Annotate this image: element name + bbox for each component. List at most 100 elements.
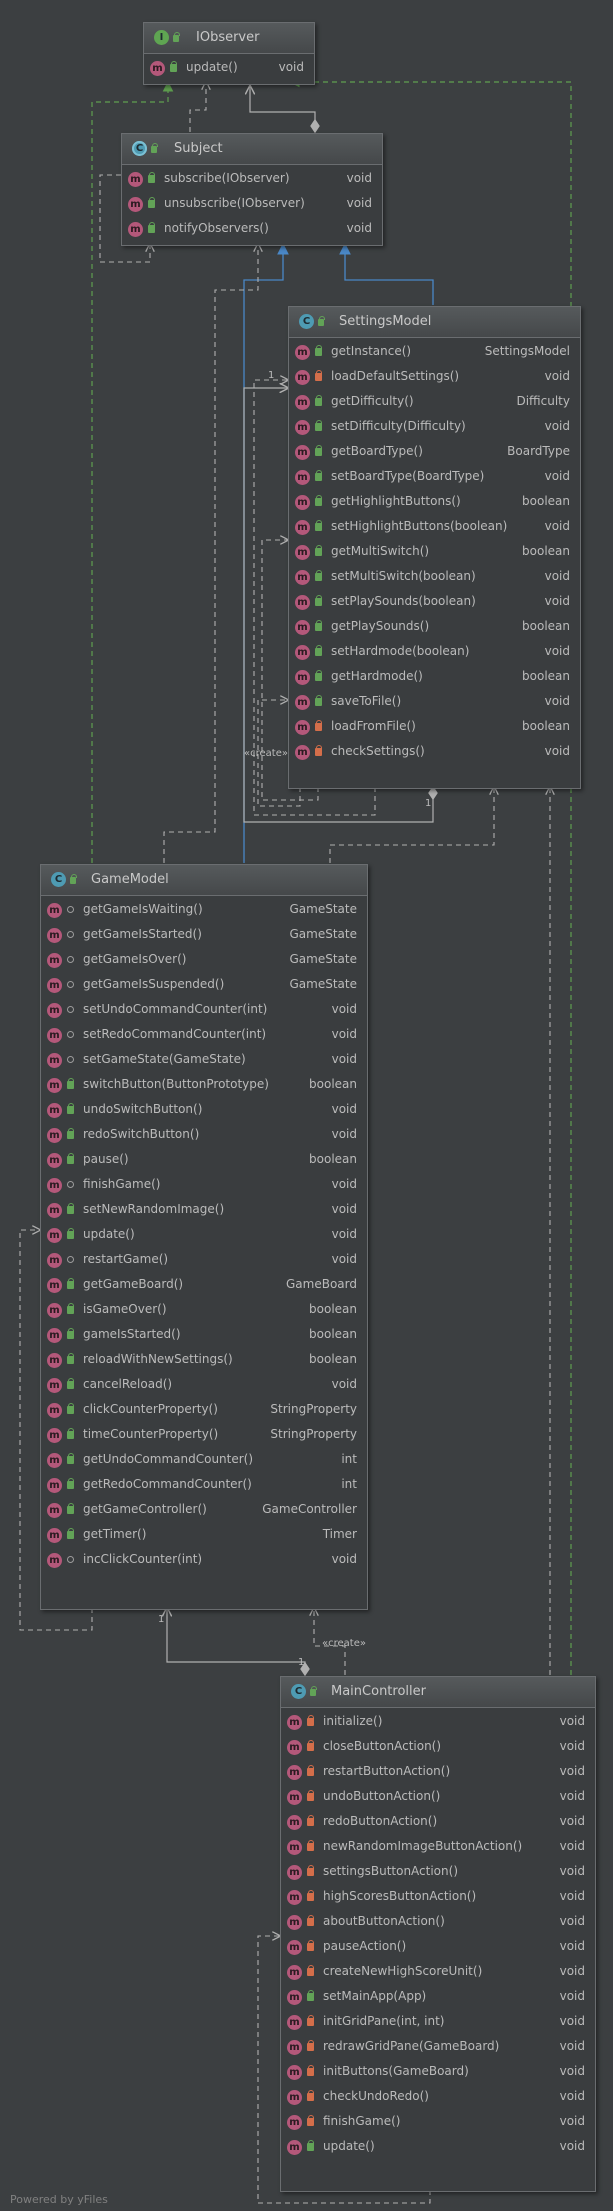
method-return-type: void bbox=[559, 1714, 585, 1728]
method-icon: m bbox=[287, 2015, 302, 2030]
method-name: getGameIsWaiting() bbox=[83, 902, 203, 916]
public-visibility-icon bbox=[315, 445, 322, 456]
method-name: reloadWithNewSettings() bbox=[83, 1352, 233, 1366]
package-visibility-icon bbox=[67, 1181, 74, 1188]
method-name: getRedoCommandCounter() bbox=[83, 1477, 252, 1491]
method-icon: m bbox=[47, 903, 62, 918]
gamemodel-class[interactable]: C GameModel m getGameIsWaiting() GameState… bbox=[40, 864, 368, 1610]
edge-settings-self-loop-a bbox=[253, 380, 376, 816]
method-return-type: void bbox=[544, 469, 570, 483]
method-return-type: GameState bbox=[289, 977, 358, 991]
method-icon: m bbox=[295, 720, 310, 735]
method-name: restartGame() bbox=[83, 1252, 169, 1266]
private-visibility-icon bbox=[307, 1865, 314, 1876]
method-return-type: GameState bbox=[289, 952, 358, 966]
method-return-type: void bbox=[559, 1764, 585, 1778]
public-visibility-icon bbox=[315, 695, 322, 706]
method-return-type: void bbox=[559, 2039, 585, 2053]
method-return-type: void bbox=[544, 744, 570, 758]
method-return-type: void bbox=[331, 1227, 357, 1241]
public-visibility-icon bbox=[67, 1428, 74, 1439]
class-icon: C bbox=[51, 872, 66, 887]
public-visibility-icon bbox=[315, 595, 322, 606]
method-icon: m bbox=[287, 1940, 302, 1955]
method-icon: m bbox=[47, 1503, 62, 1518]
gamemodel-title: GameModel bbox=[91, 872, 169, 887]
public-visibility-icon bbox=[67, 1203, 74, 1214]
method-name: update() bbox=[83, 1227, 135, 1241]
method-name: restartButtonAction() bbox=[323, 1764, 451, 1778]
